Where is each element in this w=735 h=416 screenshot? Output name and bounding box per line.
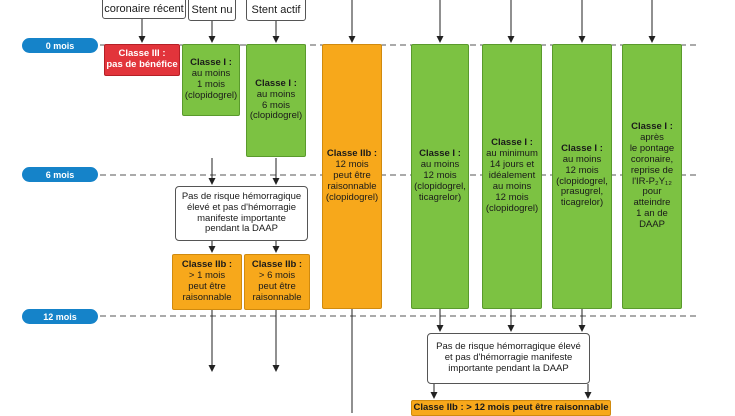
green1-line: au moins bbox=[420, 159, 460, 171]
top-box-active-stent: Stent actif bbox=[246, 0, 306, 21]
active-class1-title: Classe I : bbox=[255, 77, 297, 89]
green3-title: Classe I : bbox=[561, 142, 603, 154]
green3-line: au moins bbox=[562, 153, 602, 165]
active-class1-line: (clopidogrel) bbox=[249, 110, 303, 122]
orange-small2-line: peut être bbox=[258, 281, 296, 292]
orange-tall-line: peut être bbox=[333, 170, 371, 182]
bare-stent-label: Stent nu bbox=[191, 4, 233, 17]
class3-no-benefit-box: Classe III : pas de bénéfice bbox=[104, 44, 180, 76]
green4-line: atteindre bbox=[633, 197, 671, 209]
green4-line: après bbox=[640, 131, 664, 143]
green3-line: prasugrel, bbox=[560, 186, 604, 198]
orange-small2-line: > 6 mois bbox=[258, 270, 296, 282]
green-column-1: Classe I : au moins 12 mois (clopidogrel… bbox=[411, 44, 469, 309]
class2b-12-months-box: Classe IIb : 12 mois peut être raisonnab… bbox=[322, 44, 382, 309]
bare-class1-line: au moins bbox=[191, 68, 231, 80]
green3-line: 12 mois bbox=[565, 164, 599, 176]
green-column-3: Classe I : au moins 12 mois (clopidogrel… bbox=[552, 44, 612, 309]
class2b-over-12-months-box: Classe IIb : > 12 mois peut être raisonn… bbox=[411, 400, 611, 416]
risk-left-line: élevé et pas d'hémorragie bbox=[186, 201, 297, 213]
orange-tall-title: Classe IIb : bbox=[326, 148, 378, 160]
orange-small1-line: peut être bbox=[188, 281, 226, 292]
active-stent-label: Stent actif bbox=[251, 4, 301, 17]
green1-line: ticagrelor) bbox=[418, 191, 462, 203]
bleeding-risk-box-left: Pas de risque hémorragique élevé et pas … bbox=[175, 186, 308, 241]
time-marker-6-label: 6 mois bbox=[45, 169, 75, 180]
green-column-2: Classe I : au minimum 14 jours et idéale… bbox=[482, 44, 542, 309]
green2-title: Classe I : bbox=[491, 137, 533, 149]
orange-small2-title: Classe IIb : bbox=[251, 259, 303, 271]
green4-line: coronaire, bbox=[630, 153, 674, 165]
green1-line: 12 mois bbox=[423, 170, 457, 182]
active-class1-line: au moins bbox=[256, 88, 296, 100]
green3-line: ticagrelor) bbox=[560, 197, 604, 209]
risk-left-line: manifeste importante bbox=[197, 212, 286, 224]
time-marker-12: 12 mois bbox=[22, 309, 98, 324]
active-stent-class1-box: Classe I : au moins 6 mois (clopidogrel) bbox=[246, 44, 306, 157]
green1-line: (clopidogrel, bbox=[414, 180, 466, 192]
red-box-title: Classe III : bbox=[118, 48, 166, 60]
orange-tall-line: 12 mois bbox=[335, 159, 369, 171]
class2b-over-6-months-box: Classe IIb : > 6 mois peut être raisonna… bbox=[244, 254, 310, 310]
orange-small2-line: raisonnable bbox=[252, 291, 302, 303]
green4-line: reprise de bbox=[630, 164, 674, 176]
orange-small1-line: raisonnable bbox=[182, 291, 232, 303]
green1-title: Classe I : bbox=[419, 148, 461, 160]
risk-right-line: importante pendant la DAAP bbox=[448, 362, 569, 374]
green4-line: le pontage bbox=[629, 142, 675, 154]
orange-tall-line: raisonnable bbox=[327, 180, 377, 192]
risk-left-line: Pas de risque hémorragique bbox=[181, 190, 302, 202]
time-marker-0-label: 0 mois bbox=[45, 40, 75, 51]
time-marker-12-label: 12 mois bbox=[43, 311, 77, 322]
time-marker-6: 6 mois bbox=[22, 167, 98, 182]
green4-line: pour bbox=[642, 186, 662, 198]
orange-small1-line: > 1 mois bbox=[188, 270, 226, 282]
green4-line: 1 an de bbox=[636, 208, 668, 220]
active-class1-line: 6 mois bbox=[262, 99, 290, 111]
green2-line: 12 mois bbox=[495, 191, 529, 203]
green4-title: Classe I : bbox=[631, 120, 673, 132]
green4-line: DAAP bbox=[639, 219, 665, 231]
bare-class1-line: 1 mois bbox=[197, 79, 225, 90]
bare-class1-title: Classe I : bbox=[190, 57, 232, 69]
bare-stent-class1-box: Classe I : au moins 1 mois (clopidogrel) bbox=[182, 44, 240, 116]
risk-right-line: et pas d'hémorragie manifeste bbox=[444, 352, 573, 364]
green2-line: idéalement bbox=[488, 170, 536, 182]
top-box-bare-stent: Stent nu bbox=[188, 0, 236, 21]
green2-line: au minimum bbox=[486, 148, 538, 160]
red-box-text: pas de bénéfice bbox=[106, 59, 178, 70]
bleeding-risk-box-right: Pas de risque hémorragique élevé et pas … bbox=[427, 333, 590, 384]
class2b-over-1-month-box: Classe IIb : > 1 mois peut être raisonna… bbox=[172, 254, 242, 310]
orange-tall-line: (clopidogrel) bbox=[325, 191, 379, 203]
bare-class1-line: (clopidogrel) bbox=[184, 89, 238, 101]
green2-line: 14 jours et bbox=[489, 159, 535, 171]
risk-left-line: pendant la DAAP bbox=[205, 223, 278, 235]
orange-bottom-text: Classe IIb : > 12 mois peut être raisonn… bbox=[413, 402, 609, 413]
green3-line: (clopidogrel, bbox=[556, 175, 608, 187]
green4-line: l'IR-P₂Y₁₂ bbox=[632, 175, 672, 187]
green-column-4: Classe I : après le pontage coronaire, r… bbox=[622, 44, 682, 309]
top-box-coronary: coronaire récent bbox=[102, 0, 186, 19]
orange-small1-title: Classe IIb : bbox=[181, 259, 233, 271]
top-box-coronary-label: coronaire récent bbox=[104, 3, 184, 16]
green2-line: au moins bbox=[492, 180, 532, 192]
risk-right-line: Pas de risque hémorragique élevé bbox=[436, 341, 581, 353]
time-marker-0: 0 mois bbox=[22, 38, 98, 53]
green2-line: (clopidogrel) bbox=[485, 202, 539, 214]
